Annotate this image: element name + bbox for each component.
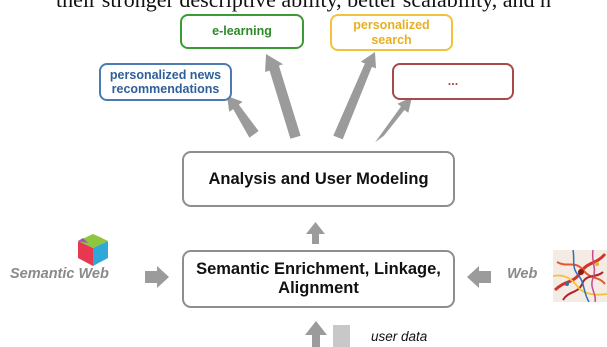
cut-off-paragraph-text: their stronger descriptive ability, bett… [0, 0, 607, 13]
web-label: Web [507, 266, 538, 282]
semantic-enrichment-box: Semantic Enrichment, Linkage, Alignment [182, 250, 455, 308]
semantic-web-cube-icon [78, 234, 108, 266]
user-data-label: user data [371, 329, 428, 344]
arrow-web-to-enrichment [467, 266, 491, 288]
arrow-to-search [333, 52, 376, 140]
arrow-semantic-web-to-enrichment [145, 266, 169, 288]
personalized-search-box: personalized search [330, 14, 453, 51]
analysis-user-modeling-box: Analysis and User Modeling [182, 151, 455, 207]
arrow-user-data-to-enrichment [305, 321, 327, 347]
arrow-enrichment-to-analysis [306, 222, 325, 244]
semantic-web-label: Semantic Web [10, 266, 109, 282]
personalized-news-box: personalized news recommendations [99, 63, 232, 101]
arrow-to-more [375, 97, 412, 143]
more-applications-box: ... [392, 63, 514, 100]
user-data-square-icon [333, 325, 350, 347]
arrow-to-elearning [265, 54, 301, 139]
e-learning-box: e-learning [180, 14, 304, 49]
arrow-to-news [227, 96, 259, 138]
web-network-image-icon [553, 250, 607, 302]
